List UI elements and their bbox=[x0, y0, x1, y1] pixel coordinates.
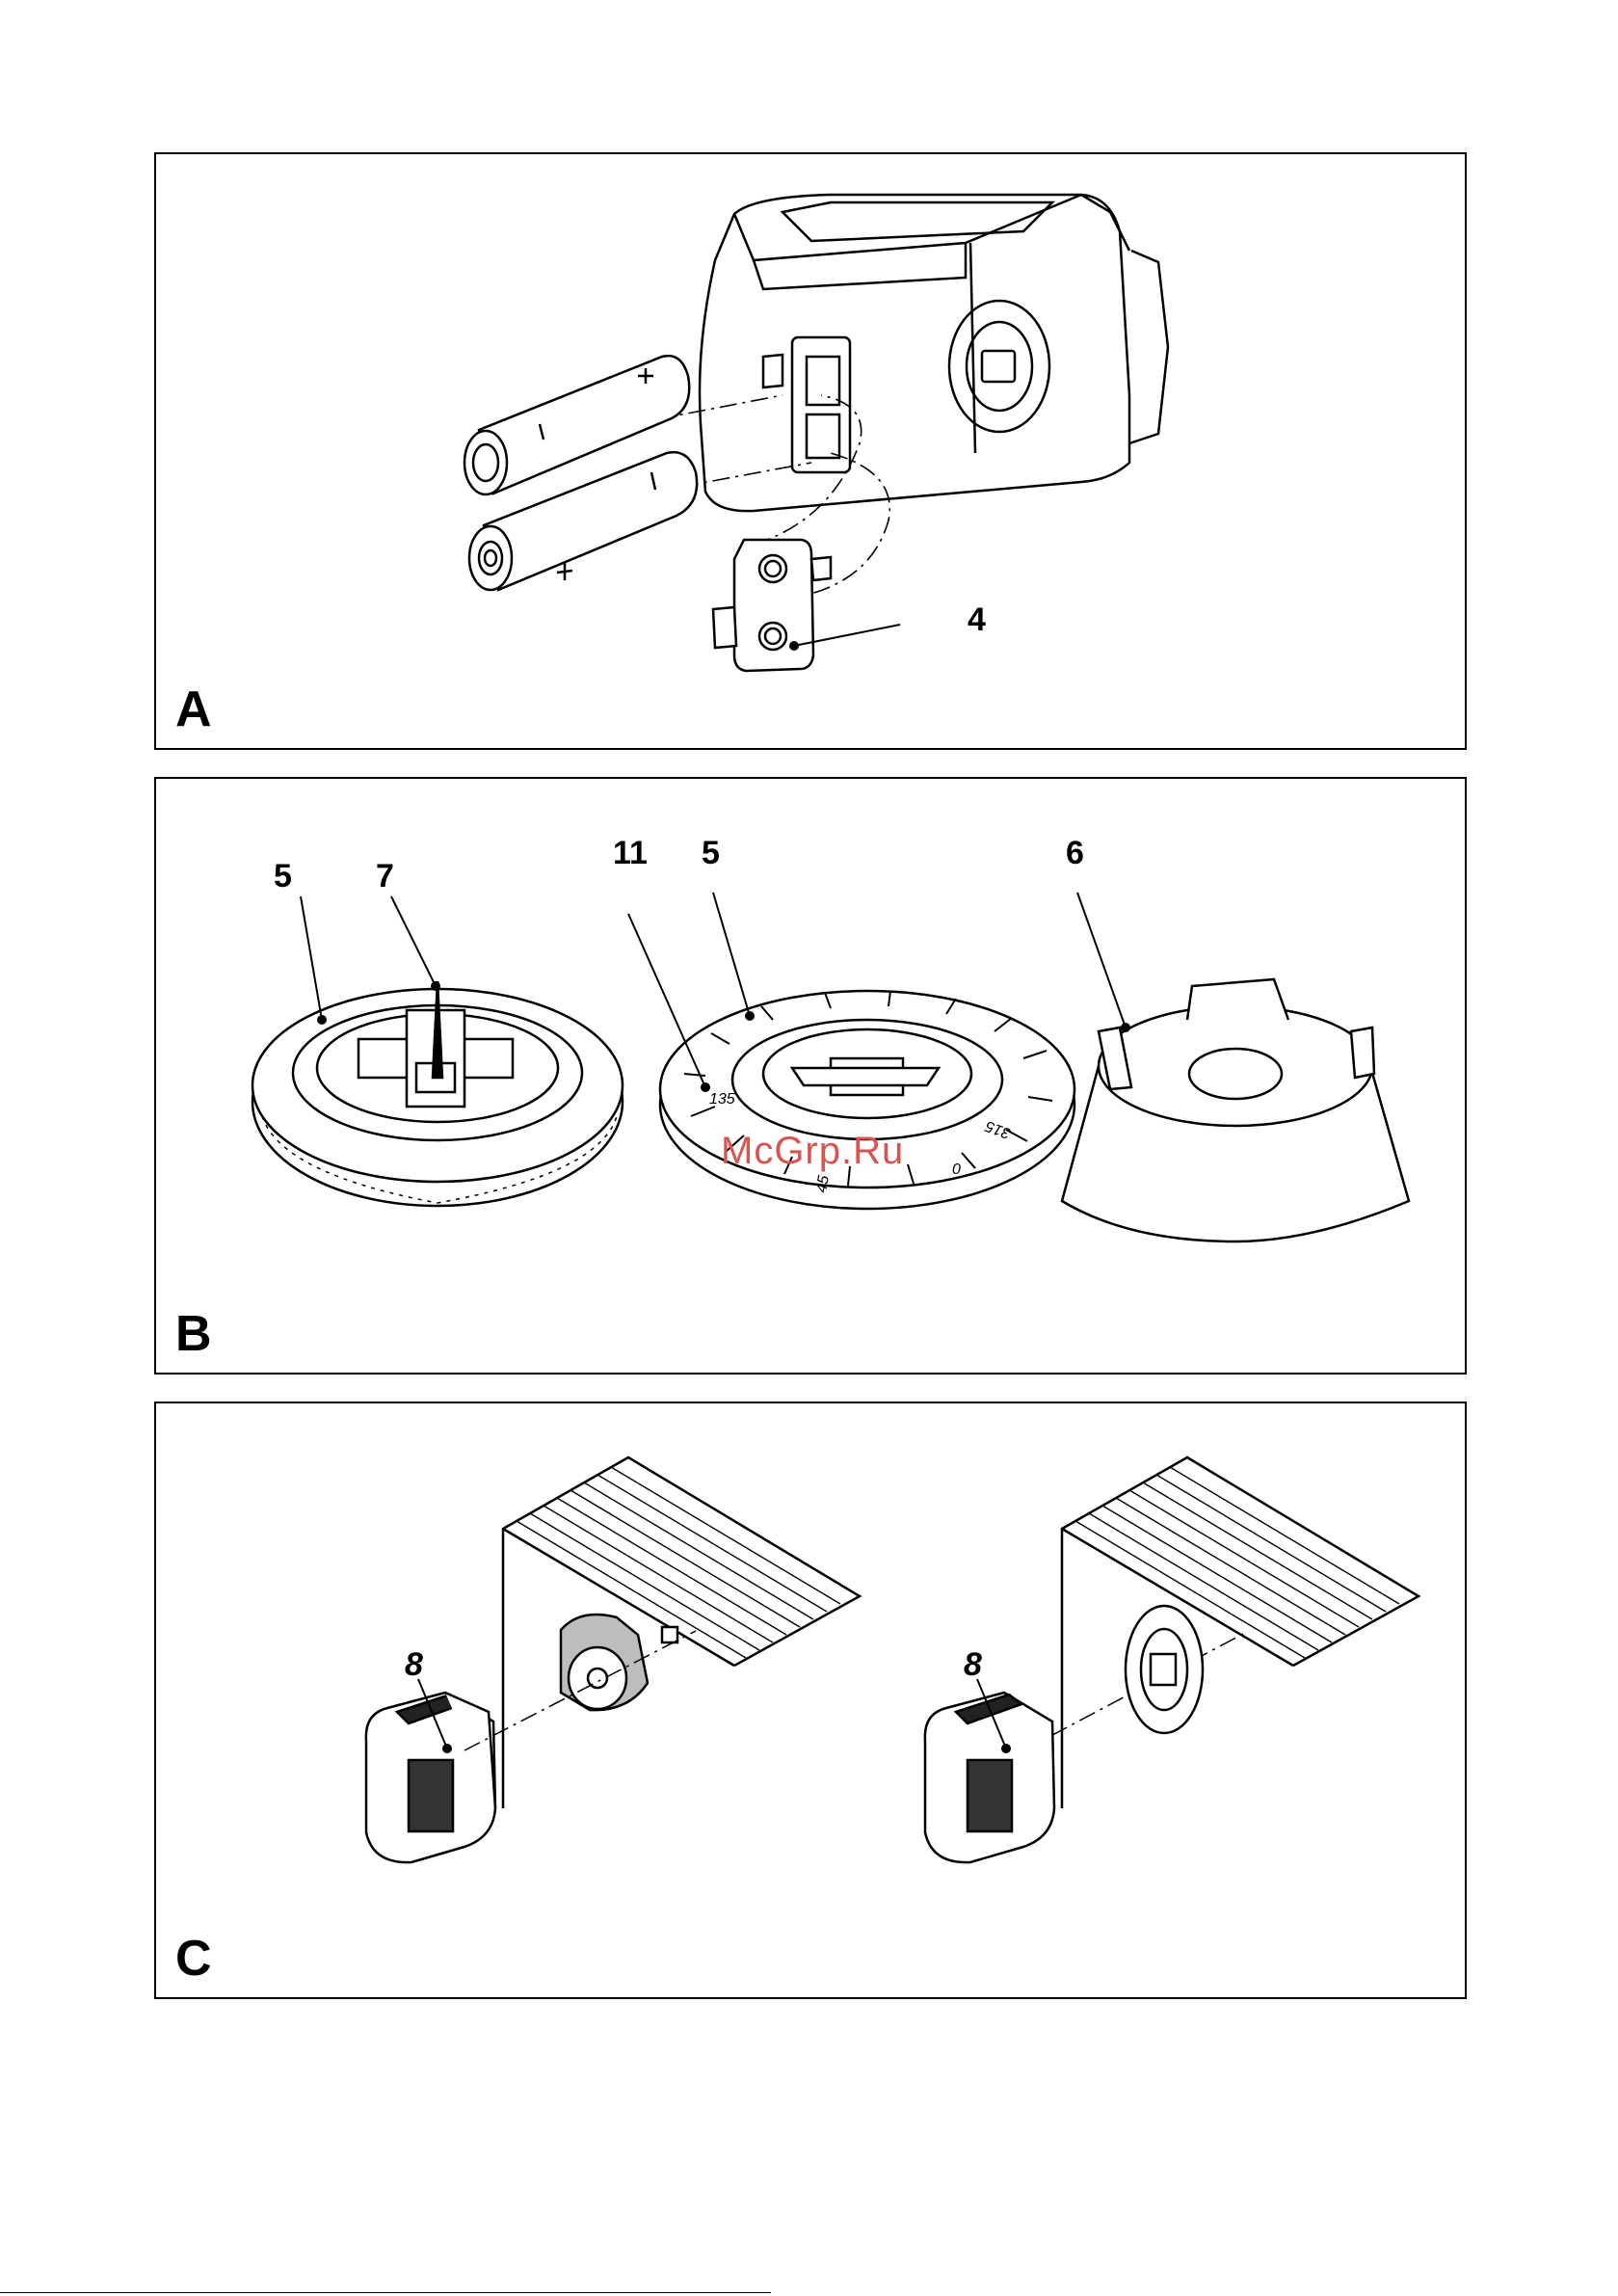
figure-panel-a: 4 A bbox=[154, 152, 1467, 750]
scale-label-0: 0 bbox=[952, 1161, 961, 1178]
panel-letter-a: A bbox=[175, 684, 212, 734]
callout-base: 6 bbox=[1066, 837, 1084, 869]
watermark: McGrp.Ru bbox=[721, 1130, 904, 1173]
callout-dial-left: 5 bbox=[274, 860, 292, 893]
panel-letter-b: B bbox=[175, 1309, 212, 1359]
mounting-accessories-illustration: 135 315 45 0 bbox=[156, 779, 1465, 1373]
figure-panel-b: 135 315 45 0 5 7 11 5 6 B bbox=[154, 777, 1467, 1375]
callout-pin: 7 bbox=[376, 860, 394, 893]
callout-battery-cover: 4 bbox=[968, 603, 986, 636]
figure-panel-c: 8 8 C bbox=[154, 1402, 1467, 1999]
wall-mounting-illustration bbox=[156, 1403, 1465, 1997]
callout-scale: 11 bbox=[613, 837, 648, 869]
battery-installation-illustration bbox=[156, 154, 1465, 748]
scale-label-45: 45 bbox=[813, 1174, 833, 1194]
footer-rule bbox=[0, 2292, 771, 2293]
callout-laser-left: 8 bbox=[405, 1648, 423, 1681]
scale-label-135: 135 bbox=[709, 1091, 735, 1108]
callout-dial-center: 5 bbox=[702, 837, 720, 869]
callout-laser-right: 8 bbox=[964, 1648, 982, 1681]
panel-letter-c: C bbox=[175, 1934, 212, 1984]
